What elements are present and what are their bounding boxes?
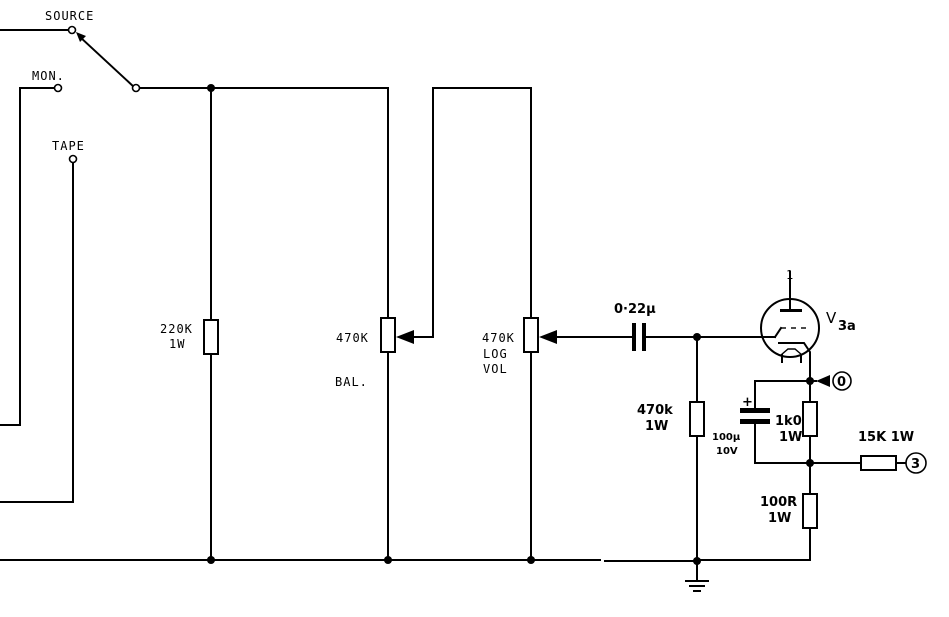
ground-symbol-icon bbox=[685, 560, 709, 592]
ground-junction-220k bbox=[207, 556, 215, 564]
resistor-470k-grid: 470k 1W bbox=[637, 336, 705, 561]
balance-value: 470K bbox=[336, 331, 369, 345]
terminal-0 bbox=[832, 371, 852, 391]
tape-wire bbox=[0, 161, 74, 503]
balance-pot-body bbox=[380, 317, 396, 353]
mon-contact bbox=[53, 83, 63, 93]
source-label: SOURCE bbox=[45, 9, 94, 23]
anode-pin: 1 bbox=[786, 268, 794, 282]
cathode bbox=[778, 342, 811, 381]
cap-lower-wire bbox=[754, 423, 811, 464]
common-contact bbox=[131, 83, 141, 93]
r470k-rating: 1W bbox=[645, 419, 668, 434]
terminal-0-label: 0 bbox=[837, 375, 846, 390]
terminal-3 bbox=[905, 452, 927, 474]
valve-designator: V bbox=[826, 309, 837, 327]
r15k-body bbox=[860, 455, 897, 471]
switch-wiper bbox=[78, 35, 136, 89]
mon-label: MON. bbox=[32, 69, 65, 83]
cathode-network: 0 + 100µ 10V 1k0 1W 3 15K 1W 100R 1W bbox=[696, 371, 927, 561]
tape-label: TAPE bbox=[52, 139, 85, 153]
ground-junction-balance bbox=[384, 556, 392, 564]
r220k-body bbox=[203, 319, 219, 355]
cap-plate-pos bbox=[740, 408, 770, 413]
selector-switch: SOURCE MON. TAPE bbox=[0, 9, 141, 503]
coupling-plate-b bbox=[642, 323, 646, 351]
resistor-220k: 220K 1W bbox=[160, 87, 219, 561]
ground-bus bbox=[0, 556, 701, 565]
valve-v3a: 1 V 3a bbox=[760, 268, 856, 381]
terminal-3-label: 3 bbox=[911, 457, 920, 472]
cap-plate-neg bbox=[740, 419, 770, 424]
volume-wiper-arrow-icon bbox=[539, 330, 557, 344]
coupling-value: 0·22µ bbox=[614, 302, 656, 317]
out0-arrow-icon bbox=[816, 375, 830, 387]
cap-voltage: 10V bbox=[716, 446, 738, 457]
r100r-rating: 1W bbox=[768, 511, 791, 526]
bus-wire bbox=[139, 87, 389, 319]
r1k0-value: 1k0 bbox=[775, 414, 802, 429]
r1k0-body bbox=[802, 401, 818, 437]
balance-name: BAL. bbox=[335, 375, 368, 389]
volume-name: VOL bbox=[483, 362, 508, 376]
volume-pot: 470K LOG VOL bbox=[482, 317, 557, 561]
mon-wire bbox=[0, 87, 55, 426]
r470k-value: 470k bbox=[637, 403, 673, 418]
wiper-arrow-icon bbox=[76, 32, 86, 42]
cap-polarity: + bbox=[742, 395, 753, 410]
balance-pot: 470K BAL. bbox=[335, 87, 532, 561]
r15k-label: 15K 1W bbox=[858, 430, 914, 445]
valve-subscript: 3a bbox=[838, 319, 856, 334]
source-contact bbox=[67, 25, 77, 35]
coupling-capacitor: 0·22µ bbox=[556, 302, 776, 351]
grid-lead bbox=[773, 326, 783, 339]
volume-taper: LOG bbox=[483, 347, 508, 361]
balance-to-volume-wire bbox=[413, 87, 532, 338]
coupling-plate-a bbox=[632, 323, 636, 351]
r1k0-rating: 1W bbox=[779, 430, 802, 445]
volume-value: 470K bbox=[482, 331, 515, 345]
tape-contact bbox=[68, 154, 78, 164]
r220k-value: 220K bbox=[160, 322, 193, 336]
anode-plate bbox=[780, 309, 802, 312]
r470k-body bbox=[689, 401, 705, 437]
volume-pot-body bbox=[523, 317, 539, 353]
signal-bus bbox=[139, 84, 389, 319]
r100r-ground-wire bbox=[696, 527, 811, 561]
r100r-value: 100R bbox=[760, 495, 797, 510]
cap-value: 100µ bbox=[712, 432, 741, 443]
heater bbox=[780, 348, 803, 356]
r220k-rating: 1W bbox=[169, 337, 185, 351]
cap-upper-wire bbox=[754, 380, 811, 409]
balance-wiper-arrow-icon bbox=[396, 330, 414, 344]
ground-junction-volume bbox=[527, 556, 535, 564]
r100r-body bbox=[802, 493, 818, 529]
